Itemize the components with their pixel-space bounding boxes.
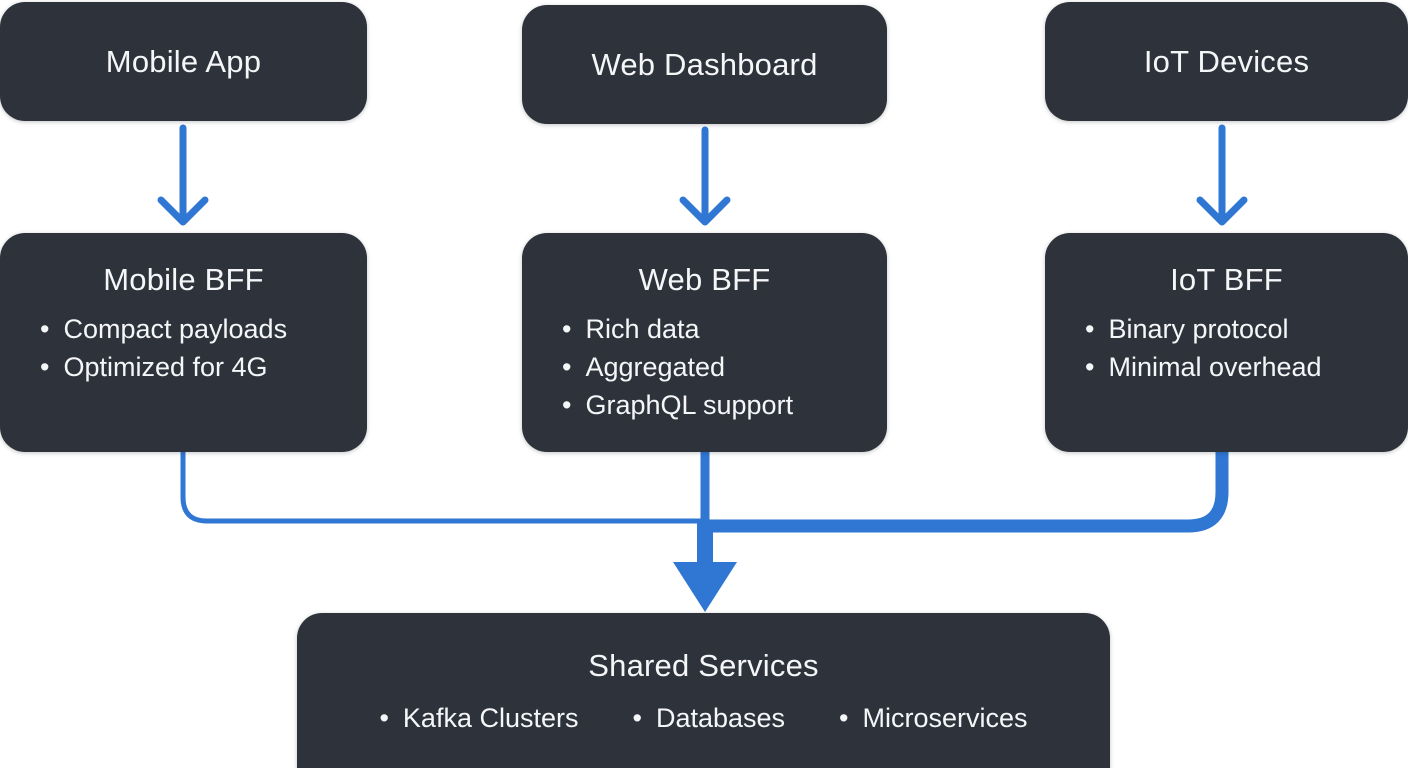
node-mobile-bff: Mobile BFF • Compact payloads • Optimize… [0, 233, 367, 452]
bullet-item: • Databases [633, 699, 786, 737]
node-label: Web Dashboard [591, 46, 818, 82]
bullet-list: • Binary protocol • Minimal overhead [1045, 310, 1408, 386]
bullet-label: Binary protocol [1108, 314, 1289, 344]
connector-mobile-bff [180, 447, 708, 524]
node-title: Web BFF [638, 262, 771, 297]
bullet-label: Rich data [585, 314, 700, 344]
bullet-dot: • [839, 703, 849, 733]
bullet-label: Optimized for 4G [63, 352, 268, 382]
arrow-mobile-app-to-mobile-bff [157, 124, 209, 226]
bullet-label: Microservices [862, 703, 1028, 733]
bullet-dot: • [562, 390, 572, 420]
bullet-label: Aggregated [585, 352, 726, 382]
connector-iot-bff [698, 444, 1229, 533]
node-web-dashboard: Web Dashboard [522, 5, 887, 124]
bullet-label: Kafka Clusters [402, 703, 579, 733]
bullet-item: • Binary protocol [1085, 310, 1398, 348]
arrow-web-dashboard-to-web-bff [679, 126, 731, 226]
bullet-item: • Optimized for 4G [40, 348, 357, 386]
node-label: IoT Devices [1143, 43, 1310, 79]
bullet-item: • GraphQL support [562, 386, 877, 424]
arrowhead-to-shared-services [673, 562, 737, 612]
node-web-bff: Web BFF • Rich data • Aggregated • Graph… [522, 233, 887, 452]
bullet-dot: • [40, 352, 50, 382]
bullet-dot: • [632, 703, 642, 733]
bullet-label: Databases [655, 703, 786, 733]
node-title: Mobile BFF [103, 262, 264, 297]
node-mobile-app: Mobile App [0, 2, 367, 121]
bullet-dot: • [40, 314, 50, 344]
node-iot-bff: IoT BFF • Binary protocol • Minimal over… [1045, 233, 1408, 452]
bullet-dot: • [562, 314, 572, 344]
bullet-item: • Microservices [839, 699, 1027, 737]
bullet-label: GraphQL support [585, 390, 794, 420]
bullet-list: • Kafka Clusters • Databases • Microserv… [297, 699, 1110, 737]
node-iot-devices: IoT Devices [1045, 2, 1408, 121]
node-shared-services: Shared Services • Kafka Clusters • Datab… [297, 613, 1110, 768]
bullet-dot: • [1085, 352, 1095, 382]
bullet-item: • Aggregated [562, 348, 877, 386]
bullet-list: • Rich data • Aggregated • GraphQL suppo… [522, 310, 887, 424]
bullet-dot: • [1085, 314, 1095, 344]
arrow-iot-devices-to-iot-bff [1196, 124, 1248, 226]
bullet-dot: • [562, 352, 572, 382]
node-label: Mobile App [105, 43, 262, 79]
bullet-item: • Kafka Clusters [379, 699, 578, 737]
node-title: Shared Services [588, 648, 819, 683]
bullet-item: • Minimal overhead [1085, 348, 1398, 386]
bullet-label: Compact payloads [63, 314, 288, 344]
bullet-item: • Rich data [562, 310, 877, 348]
node-title: IoT BFF [1170, 262, 1283, 297]
bullet-item: • Compact payloads [40, 310, 357, 348]
bullet-list: • Compact payloads • Optimized for 4G [0, 310, 367, 386]
bullet-label: Minimal overhead [1108, 352, 1322, 382]
bullet-dot: • [379, 703, 389, 733]
